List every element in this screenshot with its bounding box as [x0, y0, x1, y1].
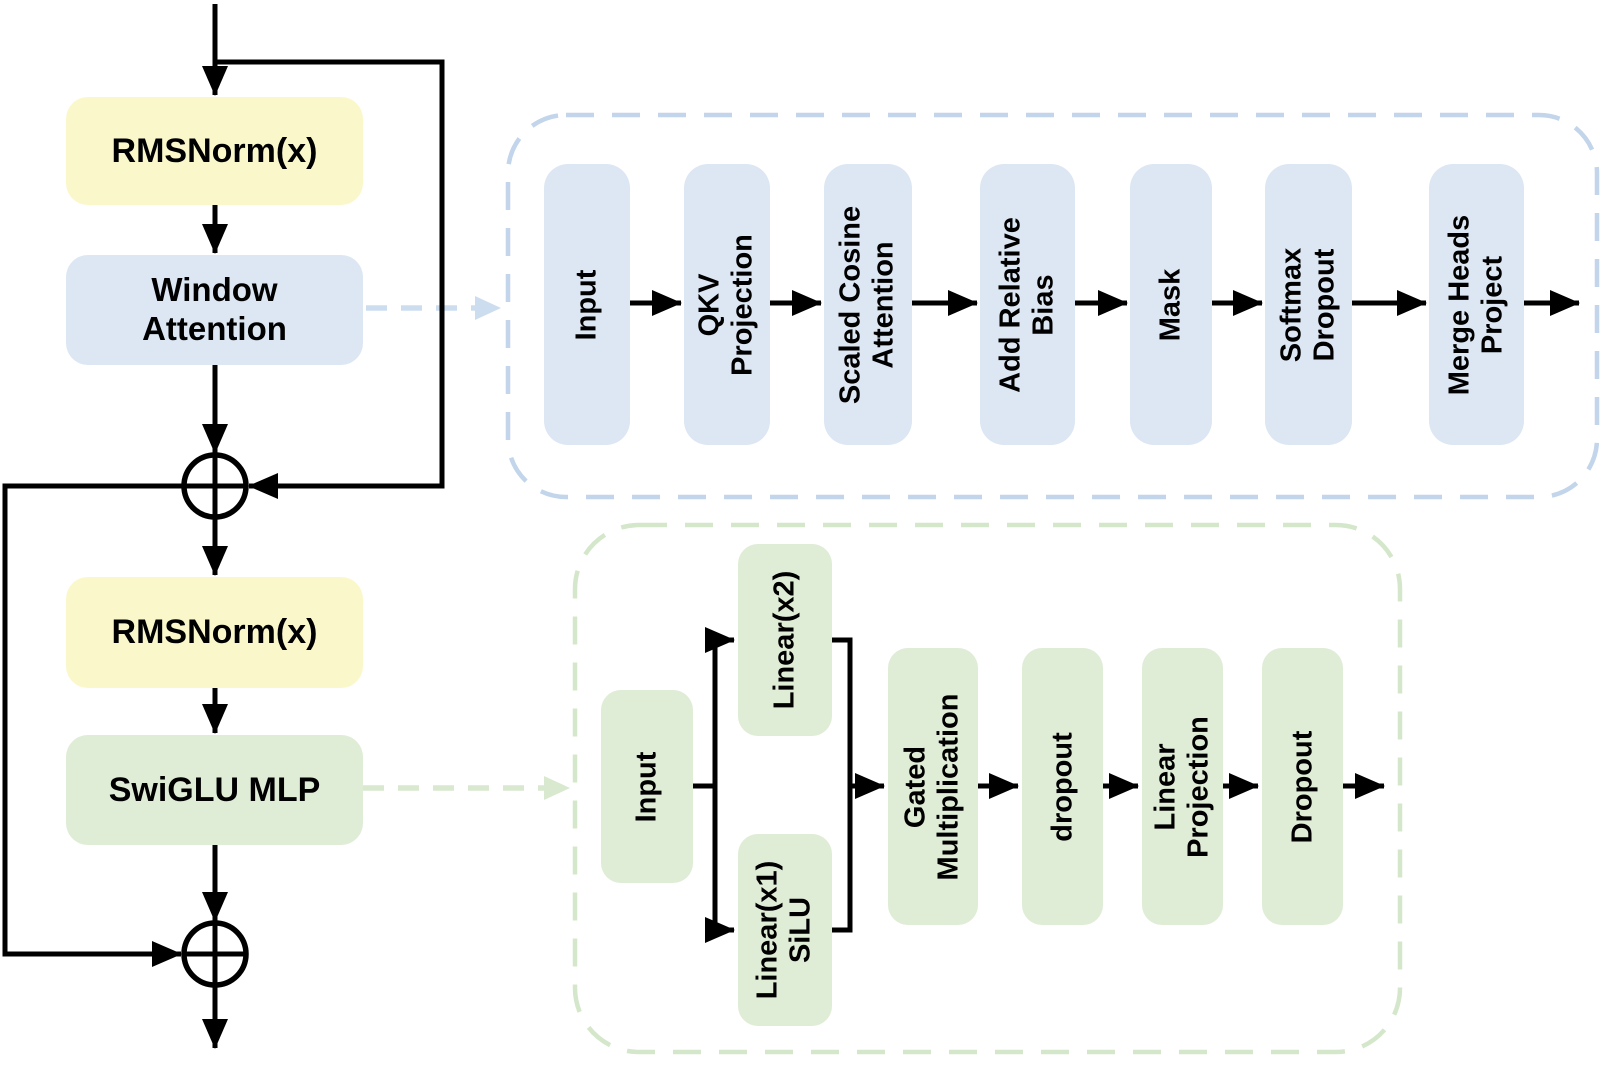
- swiglu-mlp-label: SwiGLU MLP: [108, 770, 321, 809]
- rmsnorm2-label: RMSNorm(x): [111, 613, 318, 652]
- attention-panel-border: [505, 112, 1600, 500]
- rmsnorm1-label: RMSNorm(x): [111, 131, 318, 170]
- attention-step-input: Input: [544, 164, 630, 445]
- attention-step-mask: Mask: [1130, 164, 1212, 445]
- skip-connection-mlp: [2, 483, 184, 967]
- attention-step-qkv-projection: QKV Projection: [684, 164, 770, 445]
- mlp-step-dropout1: dropout: [1022, 648, 1103, 925]
- mlp-branch-linear-x2: Linear(x2): [738, 544, 832, 736]
- rmsnorm1-box: RMSNorm(x): [66, 97, 363, 205]
- mlp-step-dropout2: Dropout: [1262, 648, 1343, 925]
- mlp-step-input: Input: [601, 690, 693, 883]
- mlp-merge-bracket: [832, 637, 853, 933]
- attention-step-merge-heads-project: Merge Heads Project: [1429, 164, 1524, 445]
- attention-step-add-relative-bias: Add Relative Bias: [980, 164, 1075, 445]
- window-attention-label: Window Attention: [142, 271, 287, 347]
- rmsnorm2-box: RMSNorm(x): [66, 577, 363, 688]
- attention-step-scaled-cosine-attention: Scaled Cosine Attention: [824, 164, 912, 445]
- window-attention-box: Window Attention: [66, 255, 363, 365]
- mlp-step-linear-projection: Linear Projection: [1142, 648, 1223, 925]
- mlp-panel-border: [572, 522, 1403, 1055]
- skip-connection-attention: [215, 59, 445, 499]
- add-node-mlp: [181, 920, 249, 988]
- attention-step-softmax-dropout: Softmax Dropout: [1265, 164, 1352, 445]
- mlp-branch-linear-x1-silu: Linear(x1) SiLU: [738, 834, 832, 1026]
- mlp-step-gated-multiplication: Gated Multiplication: [888, 648, 978, 925]
- mlp-branch-to-linear-x2: [705, 627, 735, 930]
- add-node-attention: [181, 452, 249, 520]
- swiglu-mlp-box: SwiGLU MLP: [66, 735, 363, 845]
